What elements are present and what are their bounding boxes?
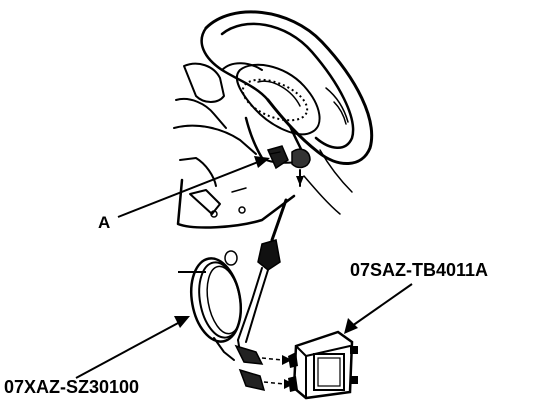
callout-label-adapter-harness: 07XAZ-SZ30100 [4, 377, 140, 397]
steering-column [175, 62, 308, 164]
adapter-plugs [234, 344, 294, 392]
dashboard-cover [173, 124, 353, 229]
connector-a [266, 145, 311, 170]
callout-label-test-box: 07SAZ-TB4011A [350, 260, 489, 280]
adapter-harness-coil [178, 250, 247, 361]
callout-a-leader [117, 156, 270, 218]
airbag-connector-highlight [241, 78, 309, 122]
callout-tool-right-leader [344, 283, 413, 334]
test-box [288, 330, 358, 400]
test-harness-cable [237, 169, 304, 343]
steering-wheel [200, 10, 374, 165]
callout-tool-left-leader [75, 316, 190, 379]
callout-label-a: A [98, 213, 111, 232]
